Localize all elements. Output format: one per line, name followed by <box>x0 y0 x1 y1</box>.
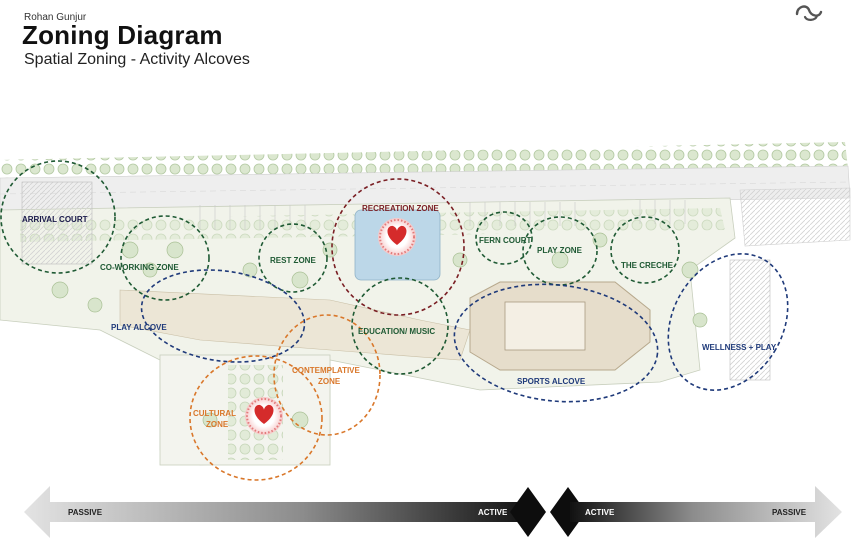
cultural-label-line1: CULTURAL <box>193 409 236 418</box>
author-name: Rohan Gunjur <box>24 12 87 23</box>
scale-passive-left: PASSIVE <box>68 508 103 517</box>
play-alcove-label: PLAY ALCOVE <box>111 323 167 332</box>
cultural-heart-icon <box>245 397 283 435</box>
scale-active-right: ACTIVE <box>585 508 615 517</box>
cultural-label-line2: ZONE <box>206 420 229 429</box>
play-zone <box>522 216 598 286</box>
recreation-heart-icon <box>378 218 416 256</box>
scale-left-arrow <box>24 486 530 538</box>
sports-alcove-label: SPORTS ALCOVE <box>517 377 586 386</box>
rest-zone-label: REST ZONE <box>270 256 316 265</box>
activity-scale: PASSIVE ACTIVE ACTIVE PASSIVE <box>24 486 842 538</box>
co-working-label: CO-WORKING ZONE <box>100 263 179 272</box>
sports-alcove-zone <box>453 283 659 403</box>
co-working-zone <box>120 215 210 301</box>
creche-zone <box>610 216 680 284</box>
recreation-zone <box>331 178 465 316</box>
fern-court-label: FERN COURT <box>479 236 532 245</box>
fern-court-zone <box>475 211 533 265</box>
education-music-label: EDUCATION/ MUSIC <box>358 327 435 336</box>
arrival-court-zone <box>0 160 116 274</box>
scale-passive-right: PASSIVE <box>772 508 807 517</box>
contemplative-zone <box>273 314 381 436</box>
recreation-zone-label: RECREATION ZONE <box>362 204 439 213</box>
play-alcove-zone <box>140 269 306 363</box>
page-title: Zoning Diagram <box>22 20 223 50</box>
zoning-site-plan: ARRIVAL COURT CO-WORKING ZONE REST ZONE … <box>0 142 851 538</box>
play-zone-label: PLAY ZONE <box>537 246 583 255</box>
site-base <box>0 142 851 466</box>
scale-right-arrow <box>570 486 842 538</box>
rest-zone <box>258 223 328 293</box>
page-subtitle: Spatial Zoning - Activity Alcoves <box>24 51 250 68</box>
education-music-zone <box>351 277 449 375</box>
wellness-play-zone <box>667 253 789 391</box>
arrival-court-label: ARRIVAL COURT <box>22 215 88 224</box>
scale-right-diamond <box>550 487 586 537</box>
scale-active-left: ACTIVE <box>478 508 508 517</box>
contemplative-label-line2: ZONE <box>318 377 341 386</box>
scale-left-diamond <box>510 487 546 537</box>
brand-logo-icon <box>795 5 823 21</box>
wellness-play-label: WELLNESS + PLAY <box>702 343 777 352</box>
contemplative-label-line1: CONTEMPLATIVE <box>292 366 361 375</box>
creche-label: THE CRECHE <box>621 261 674 270</box>
cultural-zone <box>189 355 323 481</box>
